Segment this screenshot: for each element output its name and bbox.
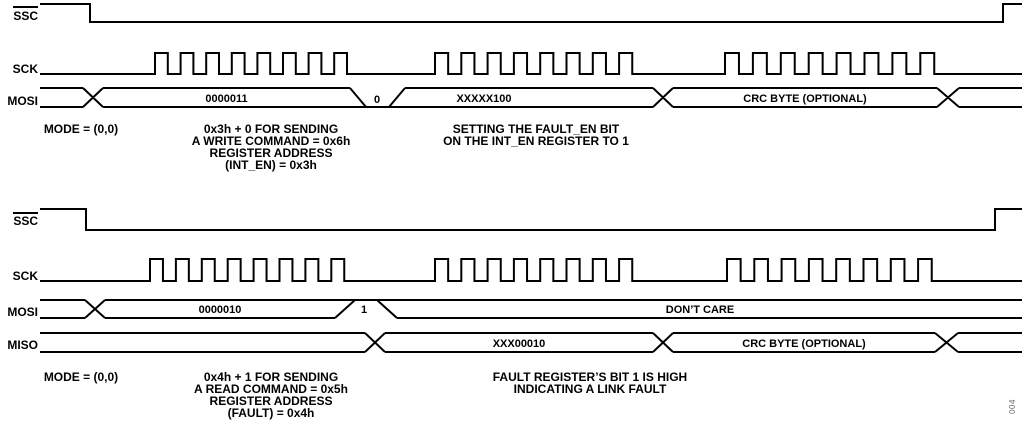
write-frame-annotation-0-line: (INT_EN) = 0x3h xyxy=(225,158,317,172)
read-frame-miso-field-label: CRC BYTE (OPTIONAL) xyxy=(742,338,866,350)
write-frame-annotation-0-line: REGISTER ADDRESS xyxy=(210,146,333,160)
read-frame-ssc-waveform xyxy=(40,208,1022,231)
read-frame-mode-label: MODE = (0,0) xyxy=(44,370,118,384)
read-frame-annotation-0-line: A READ COMMAND = 0x5h xyxy=(194,382,348,396)
write-frame-mosi-label: MOSI xyxy=(7,94,38,108)
write-frame-annotation-1-line: ON THE INT_EN REGISTER TO 1 xyxy=(443,134,629,148)
read-frame-annotation-0-line: 0x4h + 1 FOR SENDING xyxy=(204,370,338,384)
write-frame-annotation-0-line: A WRITE COMMAND = 0x6h xyxy=(192,134,351,148)
write-frame-mosi-field-label: 0000011 xyxy=(205,93,247,105)
read-frame-miso-field-label: XXX00010 xyxy=(493,338,546,350)
read-frame-annotation-1-line: FAULT REGISTER’S BIT 1 IS HIGH xyxy=(493,370,687,384)
write-frame-ssc-waveform xyxy=(40,3,1022,23)
write-frame-annotation-1-line: SETTING THE FAULT_EN BIT xyxy=(453,122,620,136)
write-frame-ssc-label: SSC xyxy=(13,9,38,23)
write-frame-annotation-0-line: 0x3h + 0 FOR SENDING xyxy=(204,122,338,136)
read-frame-mosi-field-label: DON’T CARE xyxy=(666,304,734,316)
read-frame-annotation-0-line: REGISTER ADDRESS xyxy=(210,394,333,408)
read-frame-annotation-0-line: (FAULT) = 0x4h xyxy=(228,406,315,420)
write-frame-mosi-waveform xyxy=(40,87,1022,108)
figure-number-label: 004 xyxy=(1008,399,1018,414)
read-frame-sck-waveform xyxy=(40,258,1022,282)
read-frame-mosi-waveform xyxy=(40,299,1022,319)
write-frame-mode-label: MODE = (0,0) xyxy=(44,122,118,136)
write-frame-mosi-field-label: CRC BYTE (OPTIONAL) xyxy=(743,93,867,105)
write-frame-sck-label: SCK xyxy=(13,62,39,76)
write-frame-mosi-field-label: XXXXX100 xyxy=(456,93,511,105)
read-frame-annotation-1-line: INDICATING A LINK FAULT xyxy=(514,382,667,396)
read-frame-mosi-field-label: 0000010 xyxy=(199,304,242,316)
write-frame-mosi-field-label: 0 xyxy=(374,94,380,106)
read-frame-miso-waveform xyxy=(40,332,1022,353)
read-frame-miso-label: MISO xyxy=(7,338,38,352)
read-frame-mosi-label: MOSI xyxy=(7,305,38,319)
read-frame-ssc-label: SSC xyxy=(13,214,38,228)
read-frame-mosi-field-label: 1 xyxy=(361,304,367,316)
read-frame-sck-label: SCK xyxy=(13,269,39,283)
write-frame-sck-waveform xyxy=(40,52,1022,75)
